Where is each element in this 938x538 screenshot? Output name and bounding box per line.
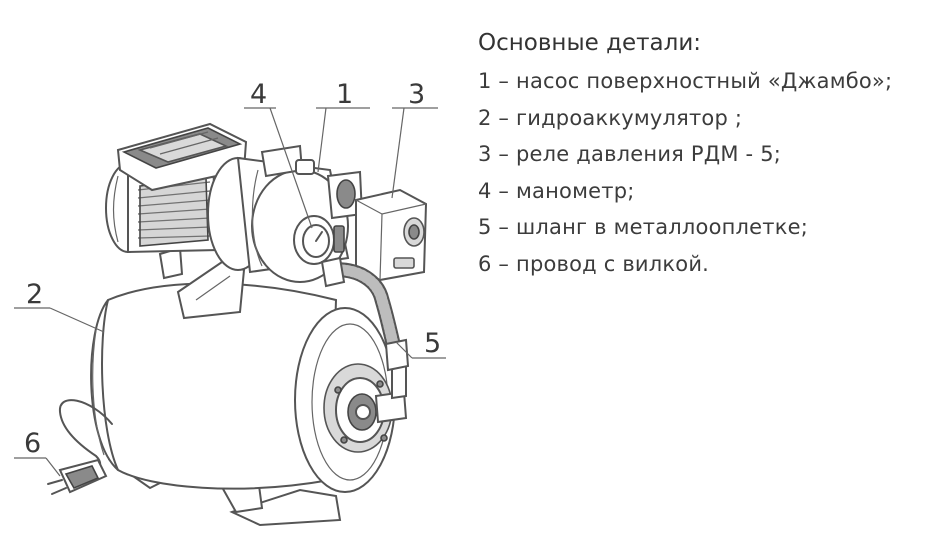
pump-head: [207, 144, 364, 283]
power-cable-with-plug: [47, 399, 113, 495]
callout-6: 6: [24, 428, 41, 459]
pump-bracket: [158, 246, 246, 320]
callout-leaders: [14, 107, 446, 477]
callout-5: 5: [424, 328, 441, 359]
callout-2: 2: [26, 279, 43, 310]
legend-item-pressure-switch: 3 – реле давления РДМ - 5;: [478, 142, 782, 166]
legend-item-gauge: 4 – манометр;: [478, 178, 635, 203]
pressure-gauge: [293, 215, 345, 265]
callout-1: 1: [336, 79, 353, 110]
callout-3: 3: [408, 79, 425, 110]
pump-station-drawing: 1 2 3 4 5 6: [14, 79, 446, 527]
pump-motor: [105, 122, 248, 254]
legend-item-hose: 5 – шланг в металлооплетке;: [478, 215, 808, 239]
hydro-accumulator-tank: [90, 282, 408, 527]
legend-title: Основные детали:: [478, 30, 702, 56]
callout-4: 4: [250, 79, 267, 110]
pressure-switch: [355, 188, 428, 282]
legend-item-cable: 6 – провод с вилкой.: [478, 251, 710, 276]
legend-item-accumulator: 2 – гидроаккумулятор ;: [478, 105, 743, 130]
legend-item-pump: 1 – насос поверхностный «Джамбо»;: [478, 69, 893, 93]
parts-legend: Основные детали: 1 – насос поверхностный…: [478, 28, 933, 282]
braided-hose: [320, 256, 410, 372]
